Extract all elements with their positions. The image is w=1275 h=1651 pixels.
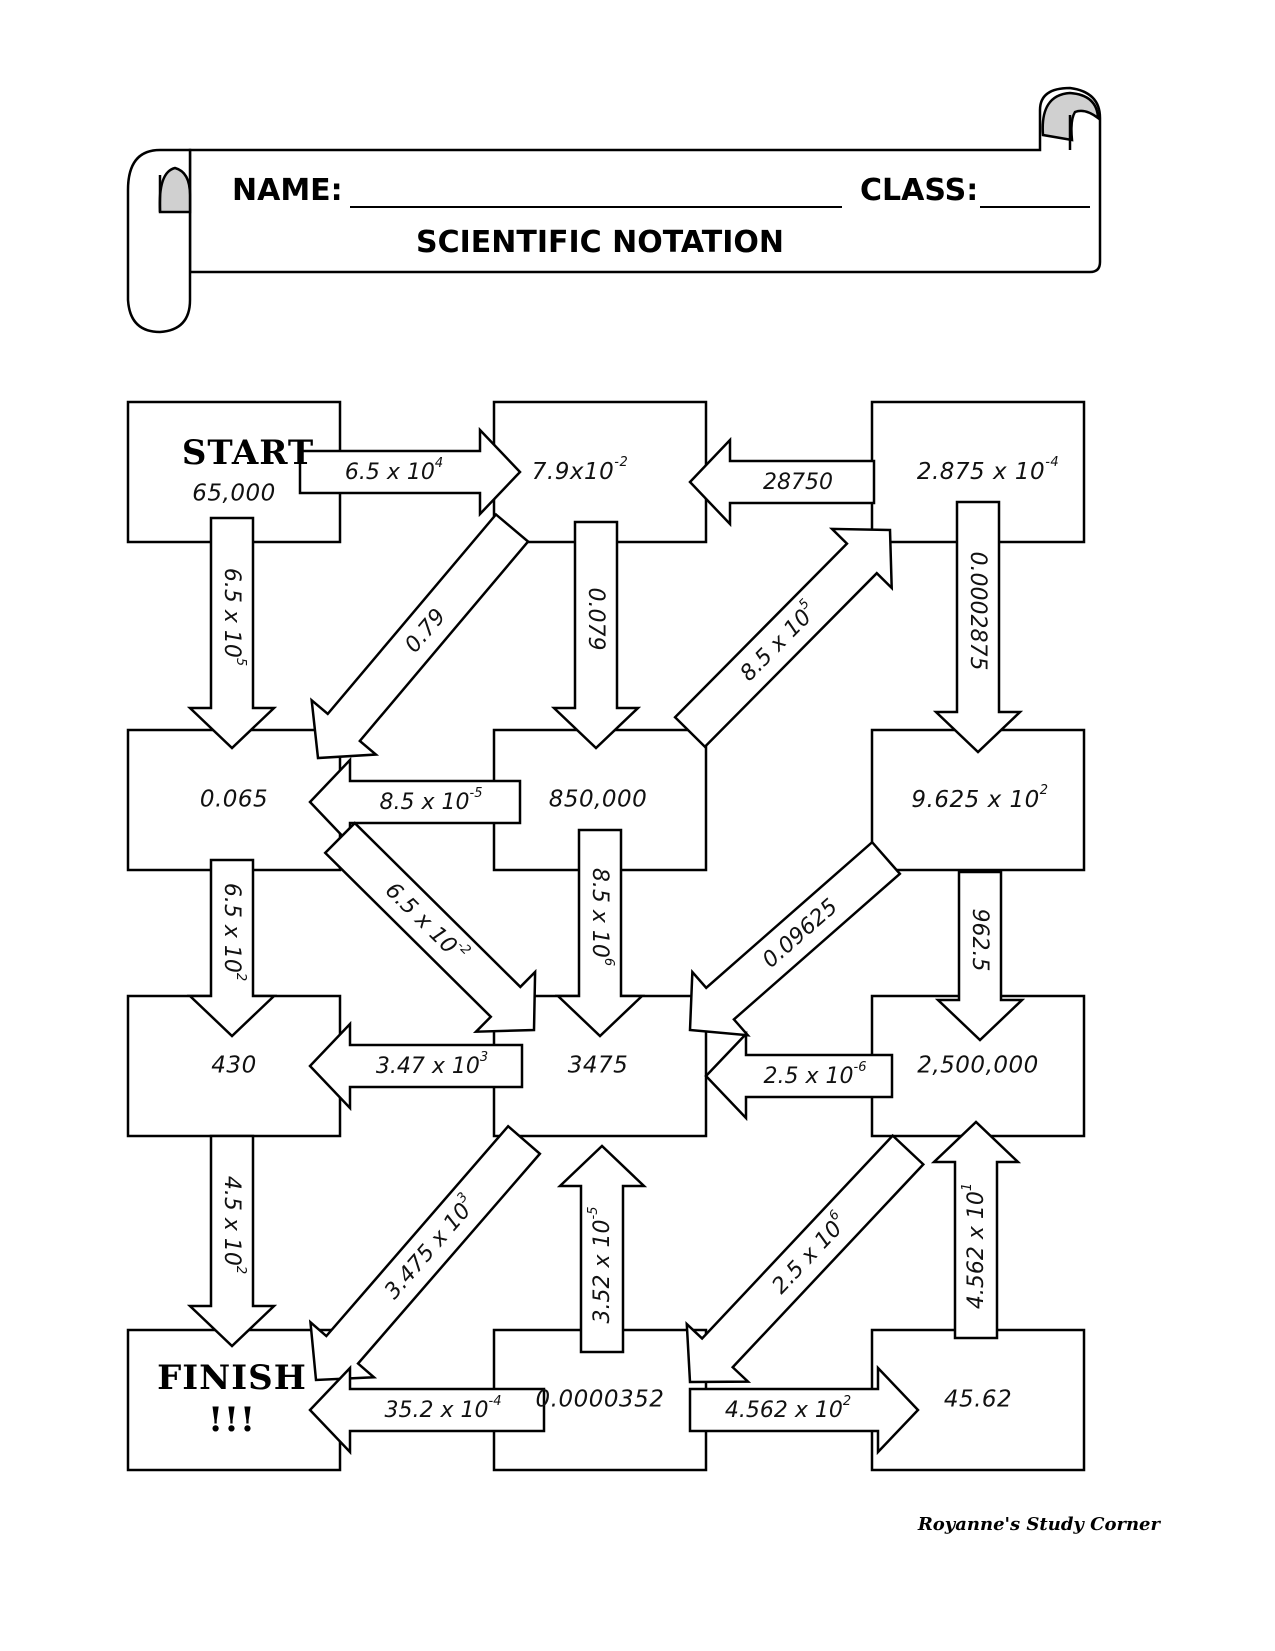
arrow-shape bbox=[685, 1133, 926, 1384]
arrow-shape bbox=[554, 828, 646, 1038]
box-value-r3c1: 0.0000352 bbox=[536, 1387, 665, 1413]
arrow-a_r0_left: 28750 bbox=[688, 436, 876, 528]
arrow-a_c1_up3: 3.52 x 10-5 bbox=[556, 1144, 648, 1354]
arrow-a_r0_right: 6.5 x 104 bbox=[298, 426, 522, 518]
finish-exclaim: !!! bbox=[208, 1400, 256, 1440]
arrow-label: 3.47 x 103 bbox=[376, 1050, 488, 1080]
arrow-label: 8.5 x 10-5 bbox=[380, 786, 483, 816]
box-texts: START 65,000 7.9x10-2 2.875 x 10-4 0.065… bbox=[157, 433, 1059, 1440]
box-value-r0c2: 2.875 x 10-4 bbox=[917, 455, 1059, 485]
header-scroll: NAME: CLASS: SCIENTIFIC NOTATION bbox=[126, 86, 1102, 334]
scroll-body bbox=[188, 86, 1102, 274]
arrow-label: 4.562 x 102 bbox=[725, 1394, 851, 1424]
arrow-label: 4.5 x 102 bbox=[219, 1176, 249, 1274]
arrow-label: 0.079 bbox=[583, 588, 608, 651]
arrow-label: 35.2 x 10-4 bbox=[385, 1394, 502, 1424]
start-label: START bbox=[182, 433, 314, 473]
arrow-shape bbox=[310, 512, 530, 760]
class-label: CLASS: bbox=[860, 173, 978, 208]
arrow-label: 8.5 x 106 bbox=[587, 868, 617, 966]
arrow-shape bbox=[704, 1030, 894, 1122]
box-value-r2c1: 3475 bbox=[568, 1053, 629, 1079]
arrow-label: 6.5 x 102 bbox=[219, 883, 249, 981]
box-value-r2c2: 2,500,000 bbox=[917, 1053, 1039, 1079]
arrow-a_c1_down1: 0.079 bbox=[550, 520, 642, 750]
arrow-shape bbox=[308, 1364, 546, 1456]
arrow-a_c0_down1: 6.5 x 105 bbox=[186, 516, 278, 750]
arrow-a_c2_down2: 962.5 bbox=[934, 870, 1026, 1042]
arrow-shape bbox=[298, 426, 522, 518]
box-value-r2c0: 430 bbox=[211, 1053, 256, 1079]
arrow-shape bbox=[550, 520, 642, 750]
arrow-a_c2_up3: 4.562 x 101 bbox=[930, 1120, 1022, 1340]
arrow-a_r1_left: 8.5 x 10-5 bbox=[308, 756, 522, 848]
arrow-label: 3.52 x 10-5 bbox=[586, 1207, 616, 1324]
arrow-label: 2.5 x 10-6 bbox=[764, 1060, 867, 1090]
arrow-shape bbox=[186, 516, 278, 750]
arrow-shape bbox=[186, 1134, 278, 1348]
finish-label: FINISH bbox=[157, 1358, 307, 1398]
box-value-r1c1: 850,000 bbox=[549, 787, 648, 813]
arrow-a_r3_left: 35.2 x 10-4 bbox=[308, 1364, 546, 1456]
arrow-label: 28750 bbox=[763, 470, 833, 495]
arrow-shape bbox=[556, 1144, 648, 1354]
arrow-shape bbox=[308, 1020, 524, 1112]
arrow-shape bbox=[688, 840, 902, 1037]
box-value-r1c0: 0.065 bbox=[200, 787, 268, 813]
box-value-r1c2: 9.625 x 102 bbox=[911, 783, 1048, 813]
box-r0c1 bbox=[492, 400, 708, 544]
arrow-a_r2_left2: 2.5 x 10-6 bbox=[704, 1030, 894, 1122]
arrow-a_r2_left: 3.47 x 103 bbox=[308, 1020, 524, 1112]
box-value-r0c0: 65,000 bbox=[192, 481, 275, 507]
arrow-shape bbox=[673, 527, 894, 749]
arrow-a_c0_down2: 6.5 x 102 bbox=[186, 858, 278, 1038]
arrow-label: 0.0002875 bbox=[965, 552, 990, 671]
name-label: NAME: bbox=[232, 173, 343, 208]
arrow-shape bbox=[308, 1124, 542, 1382]
arrow-shape bbox=[323, 821, 537, 1034]
arrow-shape bbox=[688, 1364, 920, 1456]
arrow-label: 962.5 bbox=[967, 909, 992, 972]
arrow-a_r3_right: 4.562 x 102 bbox=[688, 1364, 920, 1456]
arrow-label: 6.5 x 105 bbox=[219, 568, 249, 666]
box-value-r0c1: 7.9x10-2 bbox=[532, 455, 628, 485]
footer-credit: Royanne's Study Corner bbox=[917, 1514, 1162, 1535]
box-value-r3c2: 45.62 bbox=[944, 1387, 1012, 1413]
arrow-a_c2_down1: 0.0002875 bbox=[932, 500, 1024, 754]
arrow-shape bbox=[932, 500, 1024, 754]
arrow-a_c0_down3: 4.5 x 102 bbox=[186, 1134, 278, 1348]
arrow-label: 3.475 x 103 bbox=[377, 1189, 482, 1304]
arrow-shape bbox=[930, 1120, 1022, 1340]
arrow-shape bbox=[186, 858, 278, 1038]
arrow-label: 4.562 x 101 bbox=[960, 1183, 990, 1309]
arrow-label: 6.5 x 104 bbox=[345, 456, 443, 486]
arrow-shape bbox=[934, 870, 1026, 1042]
arrow-a_c1_down2: 8.5 x 106 bbox=[554, 828, 646, 1038]
arrow-shape bbox=[688, 436, 876, 528]
worksheet-title: SCIENTIFIC NOTATION bbox=[416, 225, 784, 260]
